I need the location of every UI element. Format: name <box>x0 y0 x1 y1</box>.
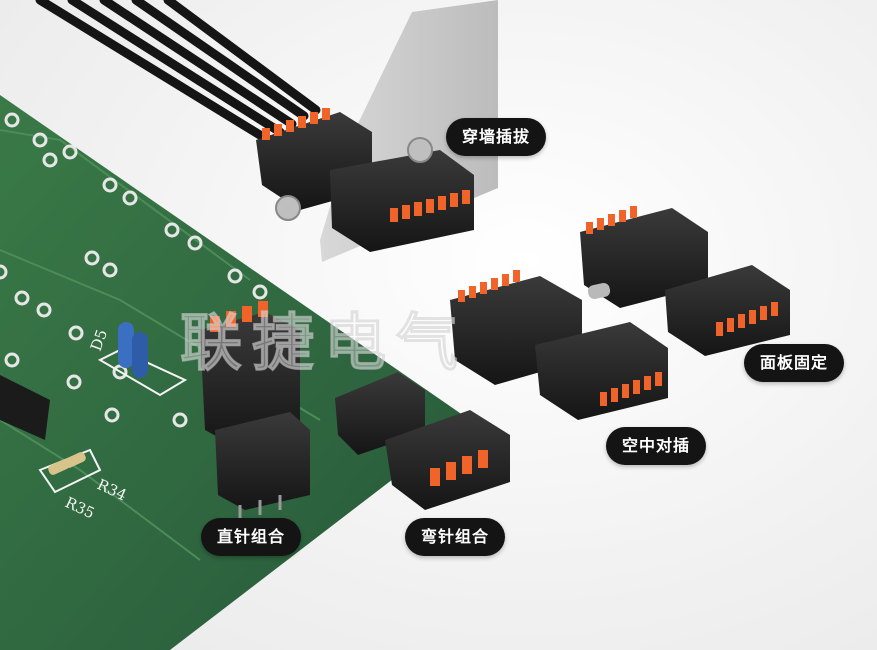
blue-capacitor <box>118 322 148 378</box>
brand-watermark: 联捷电气 <box>179 306 469 380</box>
label-mid-air: 空中对插 <box>606 427 707 465</box>
through-wall-connector <box>256 108 474 252</box>
resistors <box>48 452 86 475</box>
label-through-wall: 穿墙插拔 <box>446 118 547 156</box>
label-panel-fixed: 面板固定 <box>744 344 845 382</box>
label-straight-pin: 直针组合 <box>201 518 302 556</box>
mid-air-connector <box>450 270 668 420</box>
ribbon-cable <box>35 0 321 145</box>
panel-fixed-connector <box>580 206 790 356</box>
bent-pin-connector <box>335 372 510 510</box>
label-bent-pin: 弯针组合 <box>405 518 506 556</box>
straight-pin-connector <box>200 301 310 520</box>
